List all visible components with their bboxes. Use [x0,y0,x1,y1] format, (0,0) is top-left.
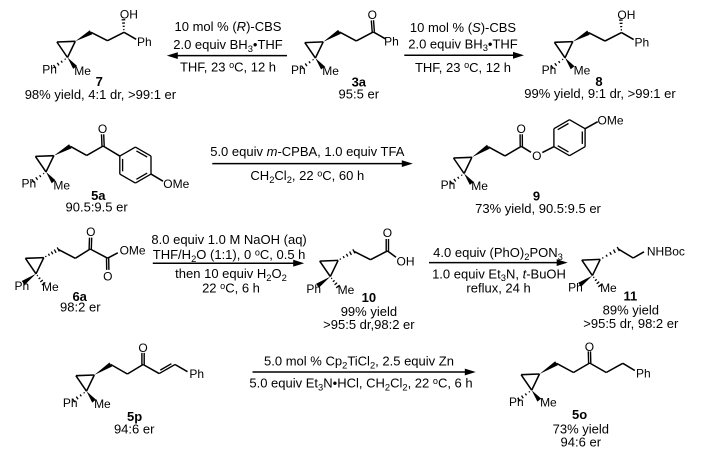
svg-text:OMe: OMe [120,244,146,258]
svg-text:O: O [585,340,594,354]
svg-text:O: O [98,122,107,136]
svg-text:reflux, 24 h: reflux, 24 h [466,280,530,295]
svg-text:5o: 5o [572,407,587,422]
svg-text:5a: 5a [91,188,106,203]
svg-text:Me: Me [42,280,59,294]
svg-text:Ph: Ph [542,63,557,77]
svg-text:2.0 equiv BH3​•THF: 2.0 equiv BH3​•THF [408,36,518,53]
svg-text:4.0 equiv (PhO)2​PON3​: 4.0 equiv (PhO)2​PON3​ [433,245,563,262]
svg-text:O: O [368,8,377,22]
svg-text:2.0 equiv BH3​•THF: 2.0 equiv BH3​•THF [173,37,283,54]
svg-text:Me: Me [74,64,91,78]
svg-text:OH: OH [617,8,635,22]
svg-text:94:6 er: 94:6 er [114,422,155,437]
svg-text:98:2 er: 98:2 er [60,300,101,315]
svg-text:10 mol % (S)-CBS: 10 mol % (S)-CBS [410,20,517,35]
svg-text:22 o​C, 6 h: 22 o​C, 6 h [202,281,260,296]
svg-text:THF, 23 o​C, 12 h: THF, 23 o​C, 12 h [180,60,276,75]
svg-text:11: 11 [624,288,638,303]
svg-text:90.5:9.5 er: 90.5:9.5 er [66,199,129,214]
svg-text:6a: 6a [72,289,87,304]
svg-text:Ph: Ph [636,367,651,381]
svg-text:Ph: Ph [21,177,36,191]
svg-text:Me: Me [540,395,557,409]
svg-text:10 mol % (R)-CBS: 10 mol % (R)-CBS [175,19,282,34]
svg-text:OH: OH [397,254,415,268]
svg-text:94:6 er: 94:6 er [561,435,602,450]
svg-text:5.0 equiv m-CPBA, 1.0 equiv TF: 5.0 equiv m-CPBA, 1.0 equiv TFA [210,144,404,159]
svg-text:CH2​Cl2​, 22 o​C, 60 h: CH2​Cl2​, 22 o​C, 60 h [250,168,364,185]
svg-text:Ph: Ph [189,367,204,381]
svg-text:>95:5 dr,98:2 er: >95:5 dr,98:2 er [323,317,415,332]
svg-text:Ph: Ph [291,63,306,77]
svg-text:O: O [383,226,392,240]
svg-text:95:5 er: 95:5 er [339,87,380,102]
svg-text:98% yield, 4:1 dr, >99:1 er: 98% yield, 4:1 dr, >99:1 er [25,87,177,102]
svg-text:then 10 equiv H2​O2​: then 10 equiv H2​O2​ [175,266,287,283]
svg-text:99% yield, 9:1 dr, >99:1 er: 99% yield, 9:1 dr, >99:1 er [524,86,676,101]
svg-text:8: 8 [595,74,602,89]
svg-text:1.0 equiv Et3​N, t-BuOH: 1.0 equiv Et3​N, t-BuOH [432,266,566,283]
svg-text:OMe: OMe [597,113,623,127]
svg-text:O: O [532,149,541,163]
svg-text:Me: Me [338,283,355,297]
svg-text:THF/H2​O (1:1), 0 o​C, 0.5 h: THF/H2​O (1:1), 0 o​C, 0.5 h [153,247,306,264]
svg-text:3a: 3a [352,75,367,90]
svg-text:Ph: Ph [306,282,321,296]
svg-text:Ph: Ph [509,395,524,409]
svg-text:73% yield, 90.5:9.5 er: 73% yield, 90.5:9.5 er [475,201,601,216]
svg-text:Ph: Ph [42,63,57,77]
svg-text:NHBoc: NHBoc [647,244,685,258]
svg-text:Ph: Ph [14,279,29,293]
svg-text:Ph: Ph [384,35,399,49]
svg-text:89% yield: 89% yield [603,302,659,317]
svg-text:5p: 5p [127,409,142,424]
svg-text:9: 9 [533,189,540,204]
svg-text:THF, 23 o​C, 12 h: THF, 23 o​C, 12 h [415,60,511,75]
svg-text:Me: Me [600,281,617,295]
svg-text:10: 10 [362,290,376,305]
svg-text:Ph: Ph [441,178,456,192]
svg-text:5.0 equiv Et3​N•HCl, CH2​Cl2​,: 5.0 equiv Et3​N•HCl, CH2​Cl2​, 22 o​C, 6… [249,375,472,392]
svg-text:Ph: Ph [635,35,650,49]
svg-text:Ph: Ph [137,35,152,49]
svg-text:5.0 mol % Cp2​TiCl2​, 2.5 equi: 5.0 mol % Cp2​TiCl2​, 2.5 equiv Zn [264,354,454,371]
svg-text:Me: Me [574,64,591,78]
svg-text:Ph: Ph [568,281,583,295]
svg-text:Ph: Ph [63,396,78,410]
svg-text:Me: Me [53,179,70,193]
svg-text:99% yield: 99% yield [341,304,397,319]
svg-text:Me: Me [471,179,488,193]
svg-text:>95:5 dr, 98:2 er: >95:5 dr, 98:2 er [583,316,679,331]
svg-text:O: O [138,341,147,355]
svg-text:7: 7 [96,74,103,89]
svg-text:O: O [103,270,112,284]
svg-text:8.0 equiv 1.0 M NaOH (aq): 8.0 equiv 1.0 M NaOH (aq) [151,232,306,247]
svg-text:O: O [86,225,95,239]
svg-text:Me: Me [94,397,111,411]
svg-text:Me: Me [322,64,339,78]
svg-text:O: O [517,122,526,136]
svg-text:73% yield: 73% yield [553,422,609,437]
svg-text:OMe: OMe [163,177,189,191]
svg-text:OH: OH [120,8,138,22]
